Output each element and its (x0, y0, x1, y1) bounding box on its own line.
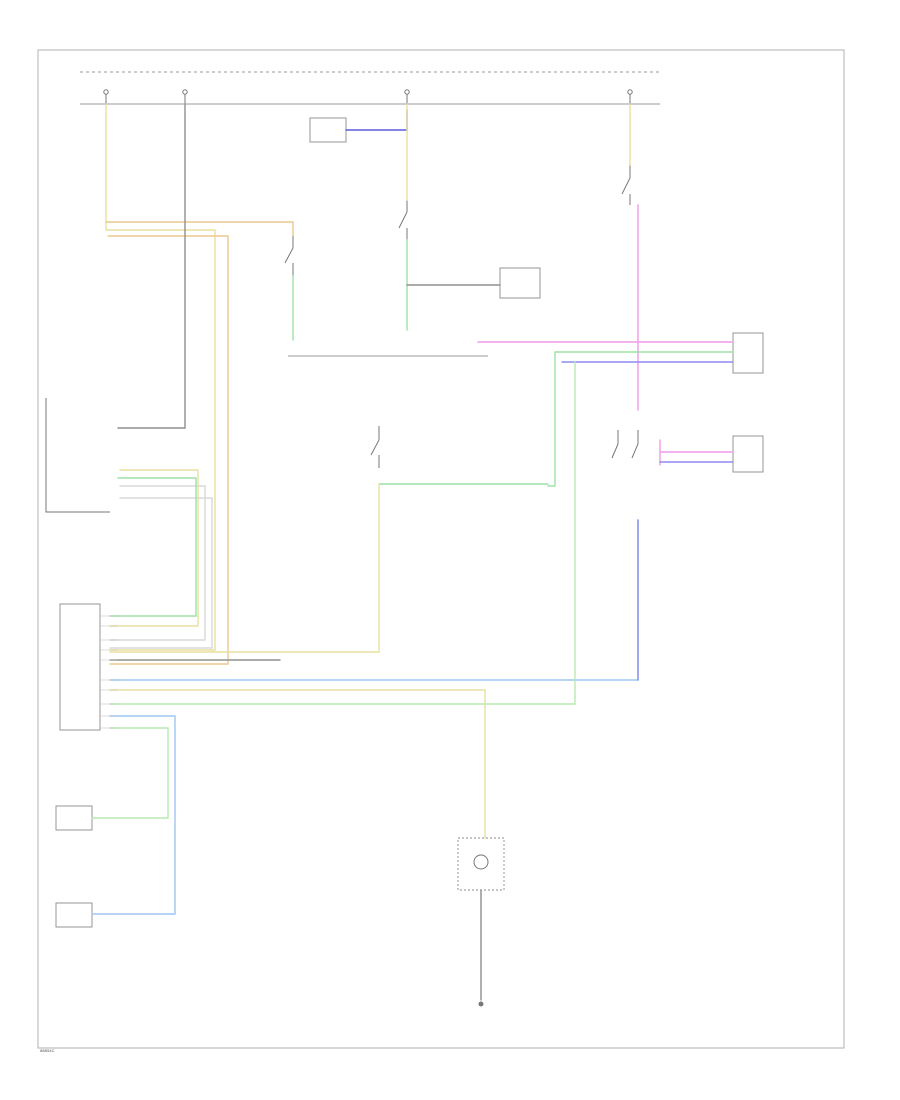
connector-pins (100, 615, 118, 729)
speed-sensor-box (55, 805, 93, 831)
wire-yellow-cruise (109, 483, 380, 653)
right-lower-connector-box (732, 435, 764, 473)
cruise-control-main-switch-box (59, 603, 101, 731)
diagram-frame (37, 49, 845, 1049)
engine-control-module-box (55, 902, 93, 928)
wire-green-long (109, 361, 576, 705)
wires (91, 103, 734, 1001)
switch-icon (284, 235, 294, 276)
wire-lightblue-1 (109, 519, 639, 681)
torque-converter-module-box (499, 267, 541, 299)
wire-yellow-left (105, 103, 216, 651)
wire-green-lowerleft (91, 727, 169, 819)
wire-blue-lowerleft (91, 715, 176, 915)
connector-bracket (45, 398, 110, 513)
wire-lightgray-1 (109, 485, 206, 641)
ground-icon (478, 1001, 484, 1007)
vehicle-speed-sensor-box (457, 837, 505, 891)
figure-id: 88B54C (40, 1048, 55, 1053)
wire-yellow-switch (109, 469, 199, 627)
wire-pink-right-lower (659, 439, 734, 466)
fuse-icon (103, 89, 109, 104)
switch-icon (398, 200, 408, 240)
switch-icon (611, 430, 639, 459)
wire-green-main (109, 477, 197, 617)
wire-yellow-vss (109, 689, 486, 839)
fuse-icon (627, 89, 633, 104)
wire-blue-brake (345, 109, 408, 131)
brake-light-switch-box (309, 117, 347, 143)
switch-icon (370, 426, 380, 468)
switch-icon (621, 165, 631, 205)
wire-orange-left (105, 221, 294, 665)
right-connector-box (732, 332, 764, 374)
wire-lightgray-2 (109, 497, 213, 649)
wire-gray-fuse2 (117, 103, 186, 429)
wire-green-right (547, 351, 734, 487)
fuse-icon (182, 89, 188, 104)
fuse-icon (404, 89, 410, 104)
sensor-coil-icon (473, 854, 489, 870)
